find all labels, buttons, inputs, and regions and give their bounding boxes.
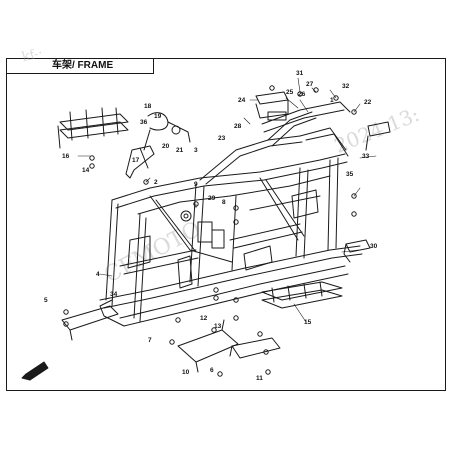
callout-7: 7 [148,337,152,344]
callout-35: 35 [346,171,354,178]
callout-34: 34 [110,291,118,298]
footrest-bracket-right [229,337,281,359]
callout-16: 16 [62,153,70,160]
callout-18: 18 [144,103,152,110]
front-rack-bracket [57,107,129,149]
callout-31: 31 [296,70,304,77]
callout-19: 19 [154,113,162,120]
footrest-bracket-left [177,319,239,373]
callout-12: 12 [200,315,208,322]
callout-10: 10 [182,369,190,376]
handlebar-mount [143,112,191,151]
rear-rack-bracket [261,281,343,309]
drawing-frame [6,58,446,391]
callout-14: 14 [82,167,90,174]
callout-30: 30 [370,243,378,250]
callout-25: 25 [286,89,294,96]
callout-33: 33 [362,153,370,160]
leader-lines [77,77,377,323]
callout-32: 32 [342,83,350,90]
callout-4: 4 [96,271,100,278]
callout-29: 29 [208,195,216,202]
callout-36: 36 [140,119,148,126]
callout-28: 28 [234,123,242,130]
callout-6: 6 [210,367,214,374]
callout-27: 27 [306,81,314,88]
rear-side-bracket [365,121,391,151]
diagram-title: 车架/ FRAME [52,60,114,71]
callout-24: 24 [238,97,246,104]
callout-22: 22 [364,99,372,106]
callout-17: 17 [132,157,140,164]
callout-26: 26 [298,91,306,98]
callout-9: 9 [194,181,198,188]
callout-20: 20 [162,143,170,150]
rear-step-plate [343,239,371,263]
callout-15: 15 [304,319,312,326]
callout-21: 21 [176,147,184,154]
callout-8: 8 [222,199,226,206]
callout-13: 13 [214,323,222,330]
callout-11: 11 [256,375,263,382]
main-frame [99,101,363,327]
callout-23: 23 [218,135,226,142]
callout-2: 2 [154,179,158,186]
footrest-plate-front [61,305,119,341]
fender-bracket [125,145,155,179]
title-box [6,58,154,74]
front-direction-arrow [21,361,49,381]
bolts [63,85,357,377]
callout-1: 1 [330,97,334,104]
callout-3: 3 [194,147,198,154]
callout-5: 5 [44,297,48,304]
